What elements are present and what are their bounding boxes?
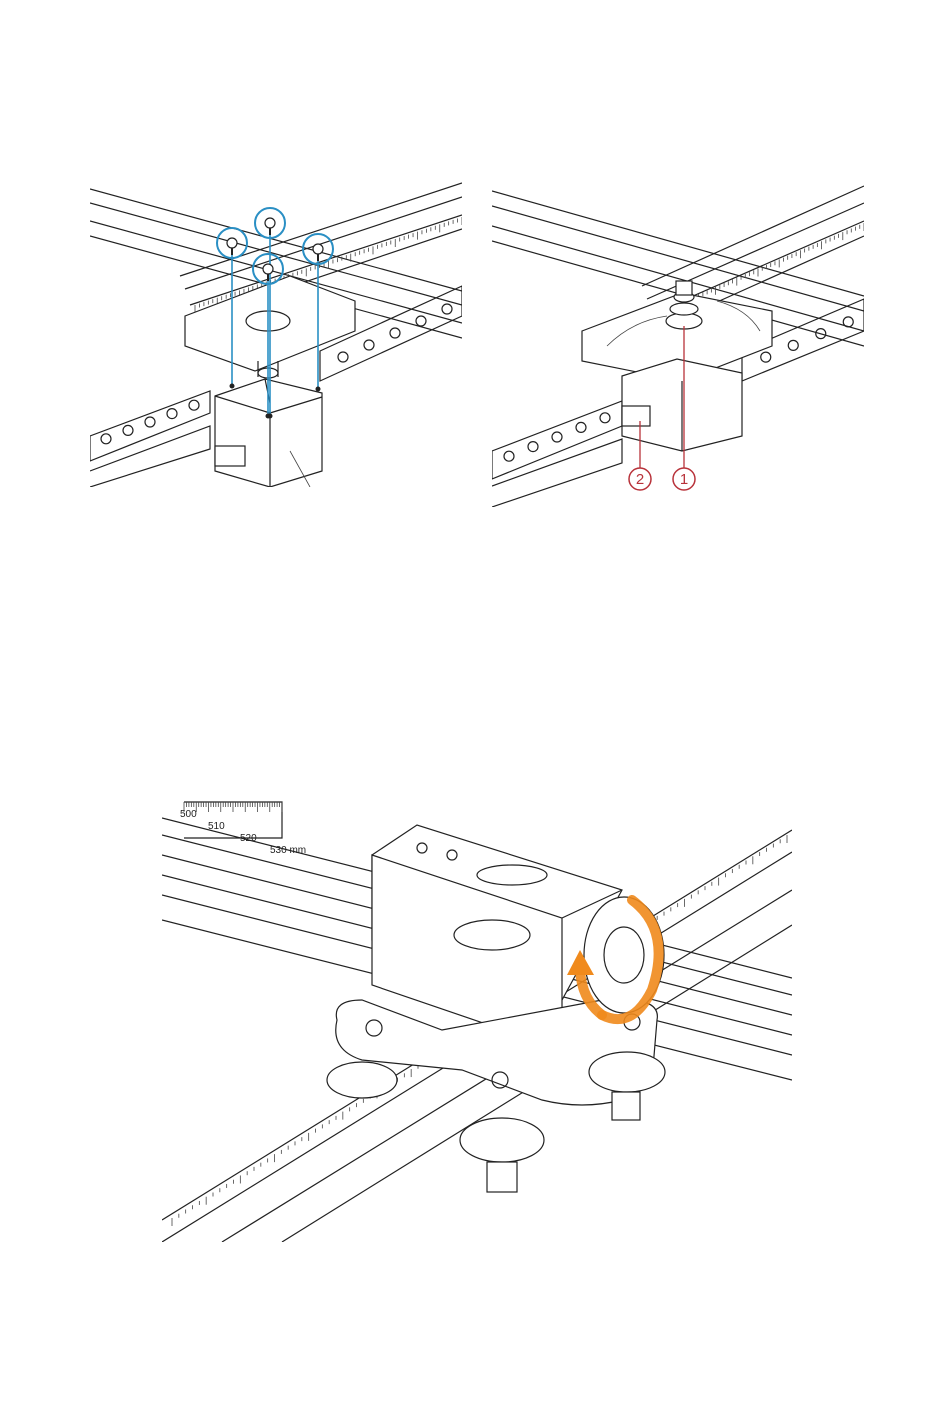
ruler-label: 520 xyxy=(240,833,257,844)
motor-mount-drawing xyxy=(90,181,462,487)
chain-link xyxy=(167,409,177,419)
screw-hole xyxy=(316,387,321,392)
chain-link xyxy=(761,352,771,362)
chain-link xyxy=(788,340,798,350)
ruler-top: 500 510 520 530 mm xyxy=(180,802,306,856)
screw-icon xyxy=(313,244,323,254)
callout-number: 2 xyxy=(636,471,644,488)
eccentric-nut-adjust-figure: 500 510 520 530 mm xyxy=(162,800,792,1242)
ruler-label: 500 xyxy=(180,809,197,820)
chain-link xyxy=(576,422,586,432)
chain-link xyxy=(123,425,133,435)
screw-hole xyxy=(266,414,271,419)
chain-link xyxy=(416,316,426,326)
chain-link xyxy=(364,340,374,350)
screw-hole xyxy=(230,384,235,389)
chain-link xyxy=(600,413,610,423)
screw-icon xyxy=(227,238,237,248)
eccentric-nut-drawing: 500 510 520 530 mm xyxy=(162,800,792,1242)
chain-link xyxy=(843,317,853,327)
chain-link xyxy=(145,417,155,427)
chain-link xyxy=(528,442,538,452)
chain-link xyxy=(338,352,348,362)
chain-link xyxy=(189,400,199,410)
chain-link xyxy=(390,328,400,338)
chain-link xyxy=(442,304,452,314)
callout-number: 1 xyxy=(680,471,688,488)
chain-link xyxy=(101,434,111,444)
motor-mount-screws-figure xyxy=(90,181,462,487)
ruler-label: 530 mm xyxy=(270,845,306,856)
motor-connector xyxy=(215,446,245,466)
screw-icon xyxy=(263,264,273,274)
ruler-label: 510 xyxy=(208,821,225,832)
screw-icon xyxy=(265,218,275,228)
chain-link xyxy=(552,432,562,442)
chain-link xyxy=(504,451,514,461)
motor-connector xyxy=(622,406,650,426)
